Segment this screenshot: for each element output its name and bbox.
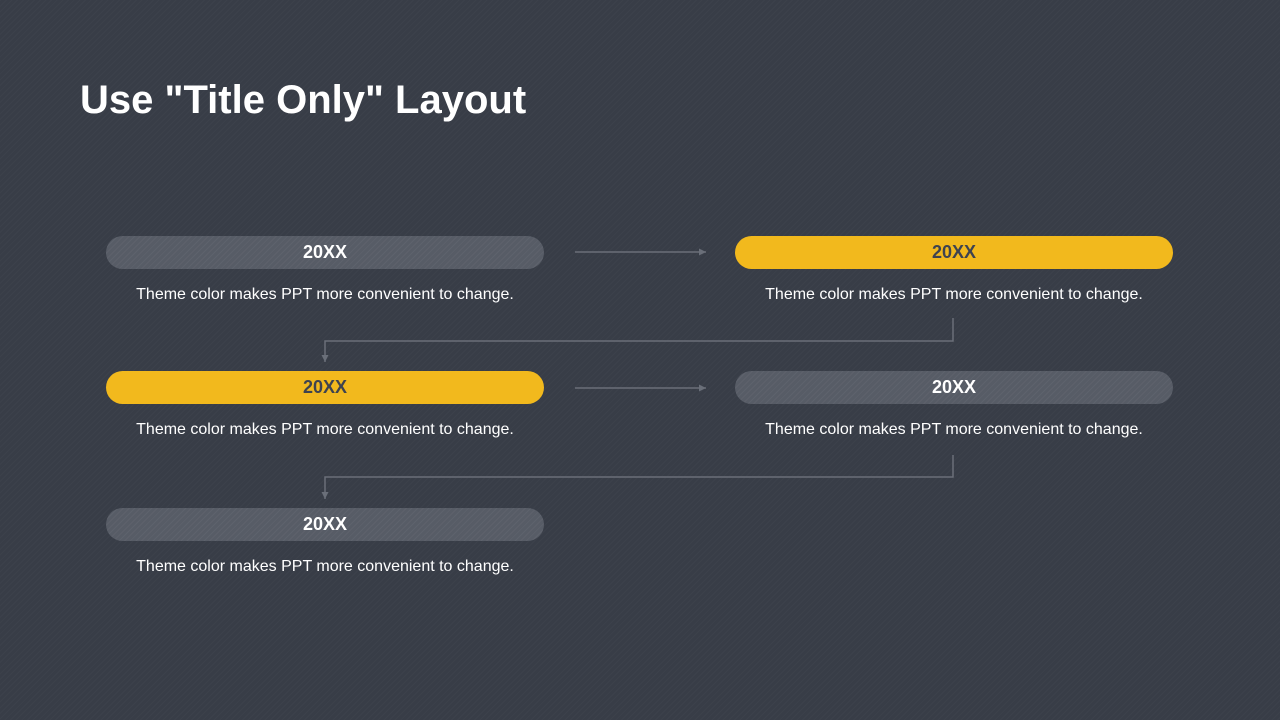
arrow-step2-to-step3 xyxy=(321,318,954,362)
step-5-pill: 20XX xyxy=(106,508,544,541)
step-3-pill: 20XX xyxy=(106,371,544,404)
arrow-step4-to-step5 xyxy=(321,455,954,499)
slide-title: Use "Title Only" Layout xyxy=(80,78,527,122)
step-1-label: 20XX xyxy=(302,242,348,262)
step-4-label: 20XX xyxy=(931,377,977,397)
step-5-label: 20XX xyxy=(302,514,348,534)
step-2-label: 20XX xyxy=(931,242,977,262)
step-3-label: 20XX xyxy=(302,377,348,397)
step-5-description: Theme color makes PPT more convenient to… xyxy=(136,558,514,575)
step-2-pill: 20XX xyxy=(735,236,1173,269)
step-1-description: Theme color makes PPT more convenient to… xyxy=(136,286,514,303)
step-4-pill: 20XX xyxy=(735,371,1173,404)
step-4-description: Theme color makes PPT more convenient to… xyxy=(765,421,1143,438)
step-3-description: Theme color makes PPT more convenient to… xyxy=(136,421,514,438)
step-1-pill: 20XX xyxy=(106,236,544,269)
step-2-description: Theme color makes PPT more convenient to… xyxy=(765,286,1143,303)
